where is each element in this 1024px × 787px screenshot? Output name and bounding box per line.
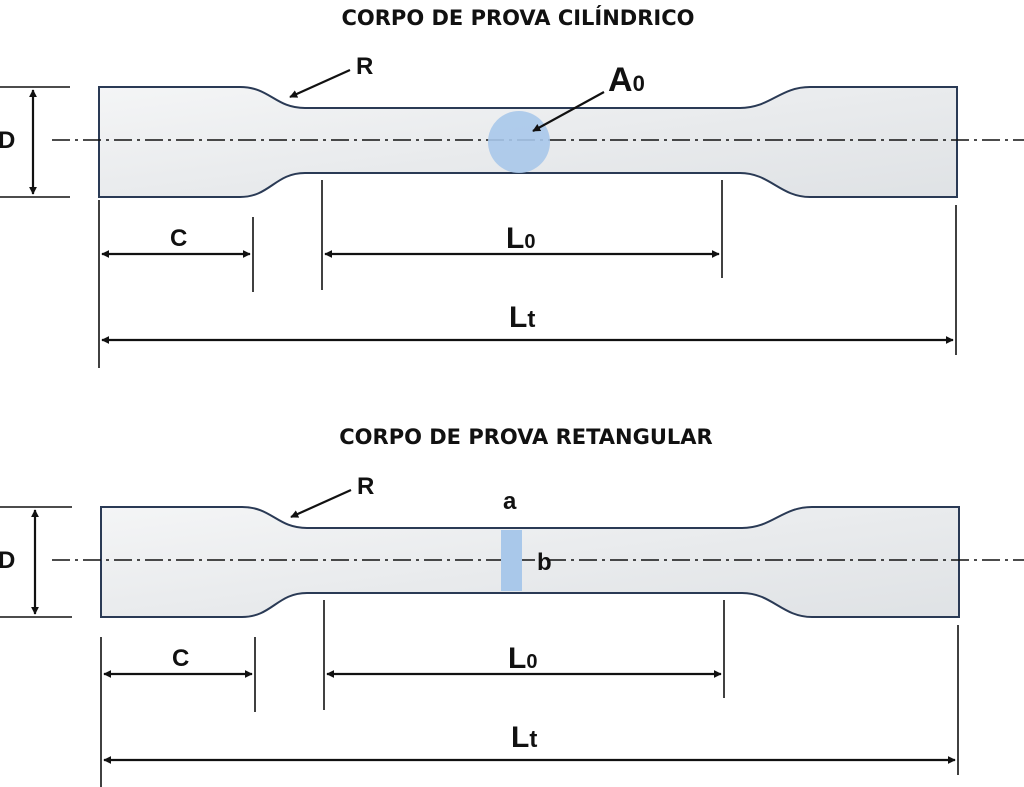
rectangular-l0-label: L0	[508, 642, 537, 675]
cylindrical-cross-section-circle	[488, 111, 550, 173]
cylindrical-title: CORPO DE PROVA CILÍNDRICO	[342, 5, 695, 30]
rectangular-body	[100, 506, 960, 618]
rectangular-d-label: D	[0, 547, 15, 574]
rectangular-specimen: CORPO DE PROVA RETANGULAR a b R D C L0 L…	[0, 425, 1024, 787]
cylindrical-area-label: A0	[608, 61, 645, 99]
cylindrical-specimen: CORPO DE PROVA CILÍNDRICO A0 R D C L0 Lt	[0, 5, 1024, 368]
rectangular-lt-label: Lt	[511, 721, 537, 754]
cylindrical-lt-label: Lt	[509, 301, 535, 334]
cylindrical-area-arrow	[532, 91, 605, 132]
cylindrical-radius-arrow	[289, 68, 351, 99]
cylindrical-d-label: D	[0, 127, 15, 154]
cylindrical-l0-label: L0	[506, 222, 535, 255]
rectangular-title: CORPO DE PROVA RETANGULAR	[339, 425, 712, 449]
cylindrical-radius-label: R	[356, 53, 373, 80]
rectangular-thickness-label: b	[537, 549, 552, 576]
rectangular-radius-label: R	[357, 473, 374, 500]
cylindrical-c-label: C	[170, 225, 187, 252]
rectangular-c-label: C	[172, 645, 189, 672]
rectangular-width-label: a	[503, 488, 517, 515]
rectangular-radius-arrow	[290, 488, 352, 519]
rectangular-cross-section-rect	[501, 530, 522, 591]
